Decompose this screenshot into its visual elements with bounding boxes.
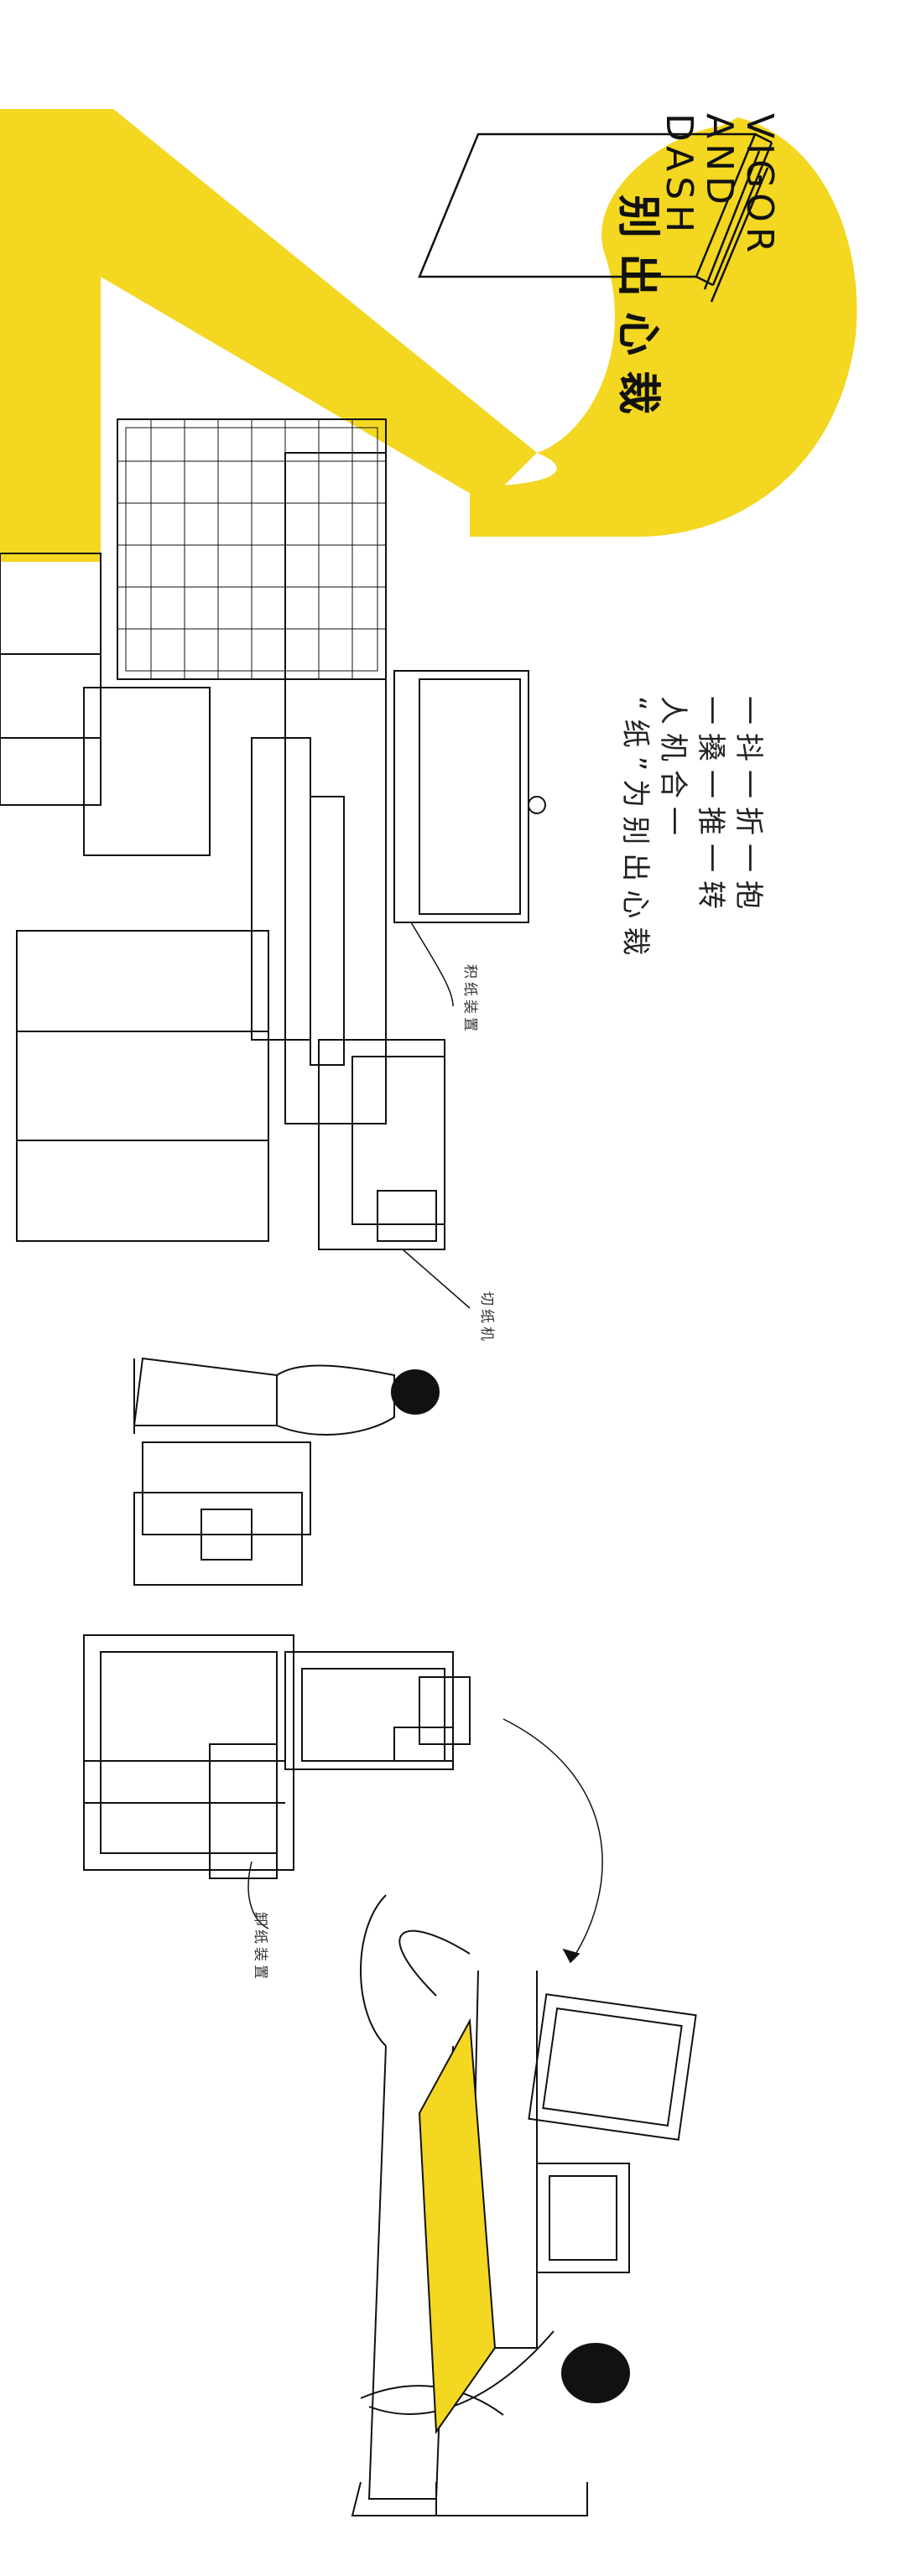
- label-machine-1: 积纸装置: [461, 964, 478, 1035]
- slogan-line-3: 人机合一: [656, 696, 690, 844]
- machine-line-art-top: [0, 418, 546, 1250]
- brand-book-outline: [418, 132, 773, 303]
- yellow-paper-sheet: [418, 2018, 497, 2434]
- machine-line-art-bottom: [83, 1441, 471, 1879]
- leader-lines: [247, 922, 603, 1964]
- closeup-scene: [351, 1894, 697, 2516]
- yellow-number-two: [0, 109, 857, 562]
- slogan-line-1: 一抖一折一抱: [732, 696, 765, 917]
- label-machine-3: 卸纸装置: [252, 1912, 268, 1982]
- brand-en-line-3: DASH: [658, 113, 700, 238]
- brand-en-line-2: AND: [698, 113, 741, 210]
- brand-cn-title: 别出心裁: [612, 195, 663, 430]
- slogan-line-4: “纸”为别出心裁: [618, 696, 652, 964]
- label-machine-2: 切纸机: [478, 1291, 495, 1344]
- slogan-line-2: 一搡一推一转: [694, 696, 727, 917]
- brand-en-line-1: VIGOR: [738, 113, 781, 258]
- operator-figure-middle: [133, 1357, 440, 1436]
